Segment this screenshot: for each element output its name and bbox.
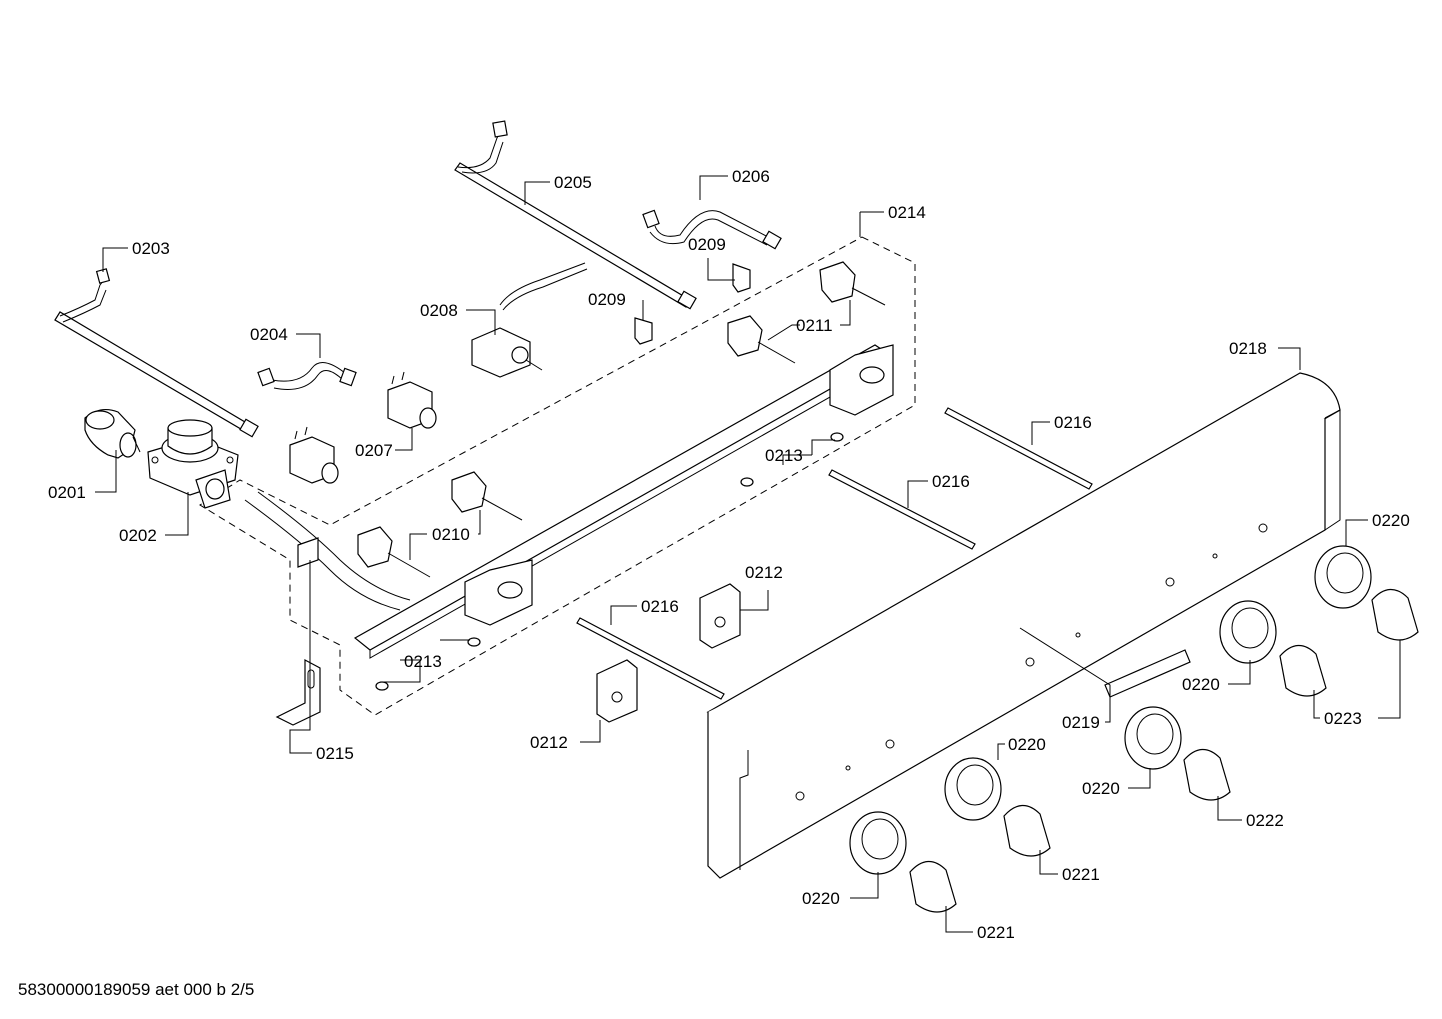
gas-manifold	[244, 344, 894, 659]
document-id: 58300000189059 aet 000 b 2/5	[18, 980, 255, 999]
rod	[576, 407, 1093, 700]
label-0221-a: 0221	[1062, 865, 1100, 884]
label-0219: 0219	[1062, 713, 1100, 732]
bent-tube-top	[642, 209, 782, 250]
label-0216-b: 0216	[932, 472, 970, 491]
label-0223: 0223	[1324, 709, 1362, 728]
label-0220-a: 0220	[1372, 511, 1410, 530]
elbow-fitting	[84, 408, 141, 459]
label-0215: 0215	[316, 744, 354, 763]
label-0207: 0207	[355, 441, 393, 460]
label-0220-e: 0220	[802, 889, 840, 908]
label-0220-c: 0220	[1008, 735, 1046, 754]
label-0210: 0210	[432, 525, 470, 544]
label-0201: 0201	[48, 483, 86, 502]
part-labels: 0201 0202 0203 0204 0205 0206 0207 0208 …	[48, 167, 1410, 942]
circuit-board	[596, 583, 741, 723]
label-0209-a: 0209	[688, 235, 726, 254]
label-0212-a: 0212	[745, 563, 783, 582]
label-0218: 0218	[1229, 339, 1267, 358]
control-panel	[706, 372, 1341, 879]
label-0214: 0214	[888, 203, 926, 222]
label-0205: 0205	[554, 173, 592, 192]
label-0208: 0208	[420, 301, 458, 320]
label-0216-a: 0216	[1054, 413, 1092, 432]
label-0203: 0203	[132, 239, 170, 258]
bent-tube	[257, 362, 357, 390]
label-0212-b: 0212	[530, 733, 568, 752]
leader-lines	[95, 175, 1401, 933]
label-0204: 0204	[250, 325, 288, 344]
clip	[634, 263, 751, 345]
label-0209-b: 0209	[588, 290, 626, 309]
gas-tube-left	[54, 268, 259, 438]
gas-tube-long	[454, 120, 697, 310]
gas-valve	[357, 261, 886, 578]
label-0211: 0211	[796, 316, 833, 335]
assembly-group-outline	[199, 236, 916, 716]
label-0221-b: 0221	[977, 923, 1015, 942]
label-0213-b: 0213	[404, 652, 442, 671]
knob-bezel	[849, 545, 1372, 875]
label-0220-d: 0220	[1082, 779, 1120, 798]
label-0222: 0222	[1246, 811, 1284, 830]
thermostat	[471, 262, 588, 378]
solenoid-valve	[289, 371, 437, 484]
label-0202: 0202	[119, 526, 157, 545]
mounting-bracket	[275, 659, 321, 726]
label-0220-b: 0220	[1182, 675, 1220, 694]
label-0216-c: 0216	[641, 597, 679, 616]
control-knob	[909, 588, 1419, 913]
label-0206: 0206	[732, 167, 770, 186]
pressure-regulator	[147, 419, 239, 509]
label-0213-a: 0213	[765, 446, 803, 465]
screw	[375, 432, 844, 691]
